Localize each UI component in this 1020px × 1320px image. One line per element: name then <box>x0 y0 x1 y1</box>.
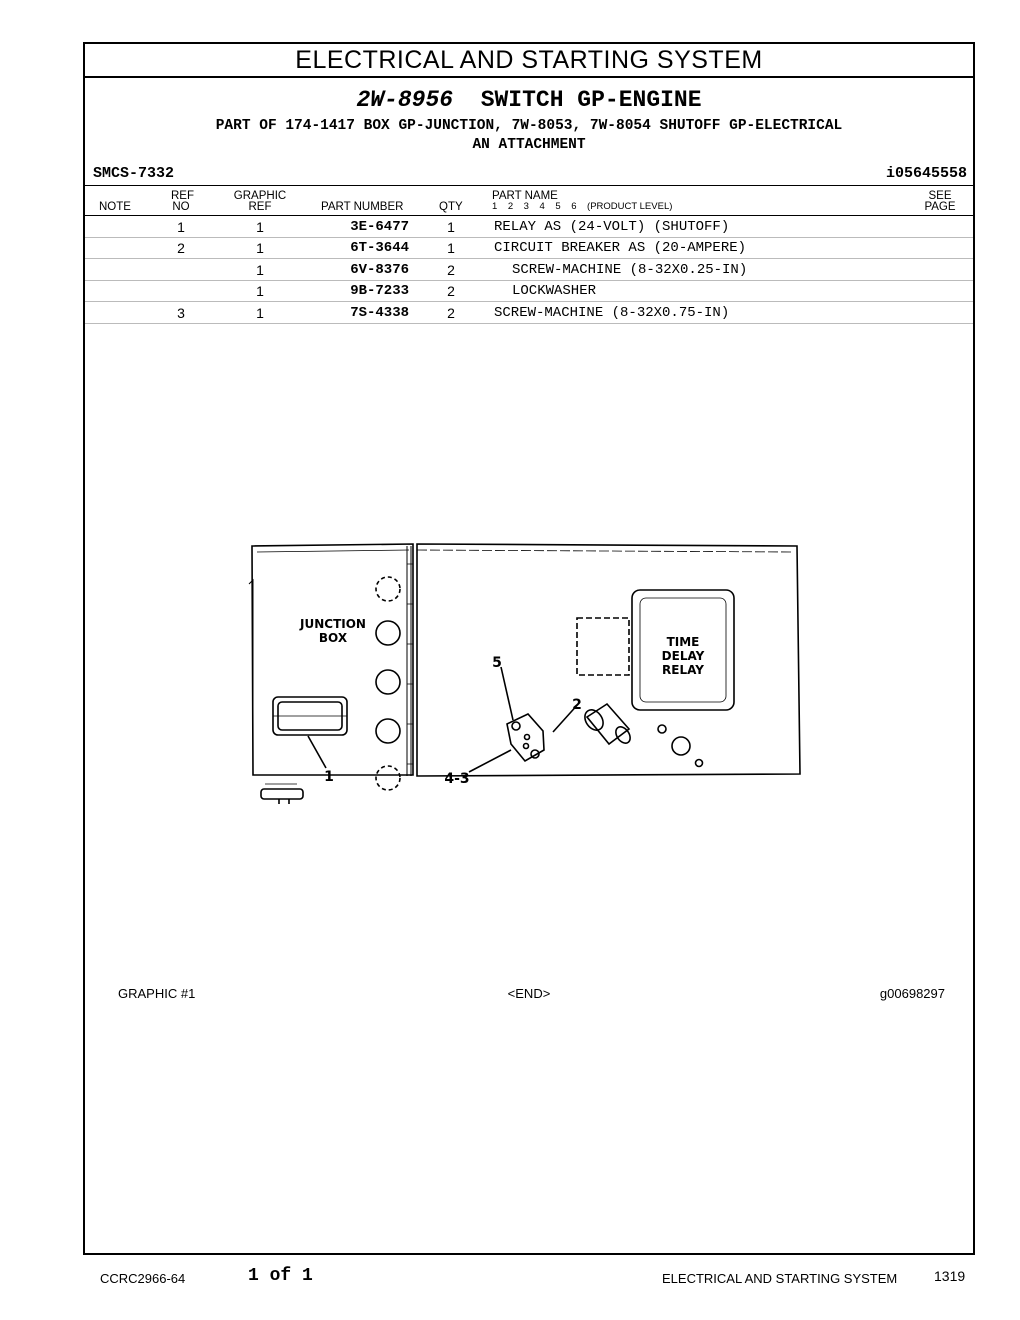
part-name: SCREW-MACHINE (8-32X0.25-IN) <box>512 262 748 278</box>
table-row[interactable]: 1 1 3E-6477 1 RELAY AS (24-VOLT) (SHUTOF… <box>85 216 973 238</box>
graphic-ref: 1 <box>256 262 264 278</box>
col-graphic-ref: GRAPHIC REF <box>231 190 289 213</box>
page-frame: ELECTRICAL AND STARTING SYSTEM 2W-8956 S… <box>83 42 975 1255</box>
end-marker: <END> <box>507 986 551 1001</box>
footer-page-of: 1 of 1 <box>248 1266 313 1286</box>
graphic-ref: 1 <box>256 240 264 256</box>
col-see-page-line2: PAGE <box>924 201 956 213</box>
assembly-part-number[interactable]: 2W-8956 <box>356 87 454 113</box>
label-relay-line3: RELAY <box>662 663 704 677</box>
quantity: 2 <box>447 262 455 278</box>
label-junction-line2: BOX <box>319 631 348 645</box>
table-row[interactable]: 1 6V-8376 2 SCREW-MACHINE (8-32X0.25-IN) <box>85 259 973 281</box>
parts-illustration: JUNCTION BOX TIME DELAY RELAY 1 2 5 4-3 <box>248 543 801 804</box>
col-see-page: SEE PAGE <box>923 190 957 213</box>
table-row[interactable]: 3 1 7S-4338 2 SCREW-MACHINE (8-32X0.75-I… <box>85 302 973 324</box>
col-graphic-ref-line2: REF <box>248 201 272 213</box>
callout-4-3: 4-3 <box>444 771 469 787</box>
attachment-note: AN ATTACHMENT <box>472 137 586 153</box>
part-of-line: PART OF 174-1417 BOX GP-JUNCTION, 7W-805… <box>215 118 843 134</box>
table-row[interactable]: 1 9B-7233 2 LOCKWASHER <box>85 280 973 302</box>
col-note: NOTE <box>99 201 131 213</box>
graphic-ref: 1 <box>256 283 264 299</box>
quantity: 2 <box>447 305 455 321</box>
assembly-name: SWITCH GP-ENGINE <box>480 87 702 113</box>
part-number[interactable]: 3E-6477 <box>350 219 409 235</box>
part-number[interactable]: 6V-8376 <box>350 262 409 278</box>
footer-page-number: 1319 <box>934 1268 966 1284</box>
part-name: SCREW-MACHINE (8-32X0.75-IN) <box>494 305 730 321</box>
quantity: 1 <box>447 240 455 256</box>
quantity: 1 <box>447 219 455 235</box>
col-ref-no-line1: REF <box>171 190 194 202</box>
header-rule-bottom <box>85 215 973 216</box>
part-name: CIRCUIT BREAKER AS (20-AMPERE) <box>494 240 747 256</box>
label-junction-line1: JUNCTION <box>299 617 366 631</box>
assembly-title: 2W-8956 SWITCH GP-ENGINE <box>85 87 973 113</box>
col-ref-no: REF NO <box>171 190 194 213</box>
quantity: 2 <box>447 283 455 299</box>
callout-5: 5 <box>492 655 502 671</box>
footer-doc-code: CCRC2966-64 <box>100 1271 186 1286</box>
col-ref-no-line2: NO <box>172 201 190 213</box>
graphic-caption: GRAPHIC #1 <box>118 986 196 1001</box>
col-part-number: PART NUMBER <box>321 201 404 213</box>
part-name: LOCKWASHER <box>512 283 597 299</box>
ref-no: 3 <box>177 305 185 321</box>
col-product-levels: 1 2 3 4 5 6 (PRODUCT LEVEL) <box>492 201 673 212</box>
graphic-id: g00698297 <box>879 986 945 1001</box>
header-rule-top <box>85 185 973 186</box>
graphic-ref: 1 <box>256 305 264 321</box>
part-number[interactable]: 9B-7233 <box>350 283 409 299</box>
part-name: RELAY AS (24-VOLT) (SHUTOFF) <box>494 219 730 235</box>
table-row[interactable]: 2 1 6T-3644 1 CIRCUIT BREAKER AS (20-AMP… <box>85 237 973 259</box>
part-number[interactable]: 7S-4338 <box>350 305 409 321</box>
ref-no: 1 <box>177 219 185 235</box>
document-id: i05645558 <box>885 165 967 182</box>
graphic-ref: 1 <box>256 219 264 235</box>
callout-1: 1 <box>324 769 334 785</box>
label-relay-line2: DELAY <box>662 649 705 663</box>
section-title: ELECTRICAL AND STARTING SYSTEM <box>85 44 973 78</box>
col-part-name: PART NAME <box>492 190 558 202</box>
col-see-page-line1: SEE <box>928 190 952 202</box>
col-qty: QTY <box>439 201 463 213</box>
ref-no: 2 <box>177 240 185 256</box>
smcs-code: SMCS-7332 <box>93 165 175 182</box>
part-number[interactable]: 6T-3644 <box>350 240 409 256</box>
label-relay-line1: TIME <box>667 635 700 649</box>
callout-2: 2 <box>572 697 582 713</box>
col-graphic-ref-line1: GRAPHIC <box>233 190 287 202</box>
footer-section: ELECTRICAL AND STARTING SYSTEM <box>662 1271 898 1286</box>
